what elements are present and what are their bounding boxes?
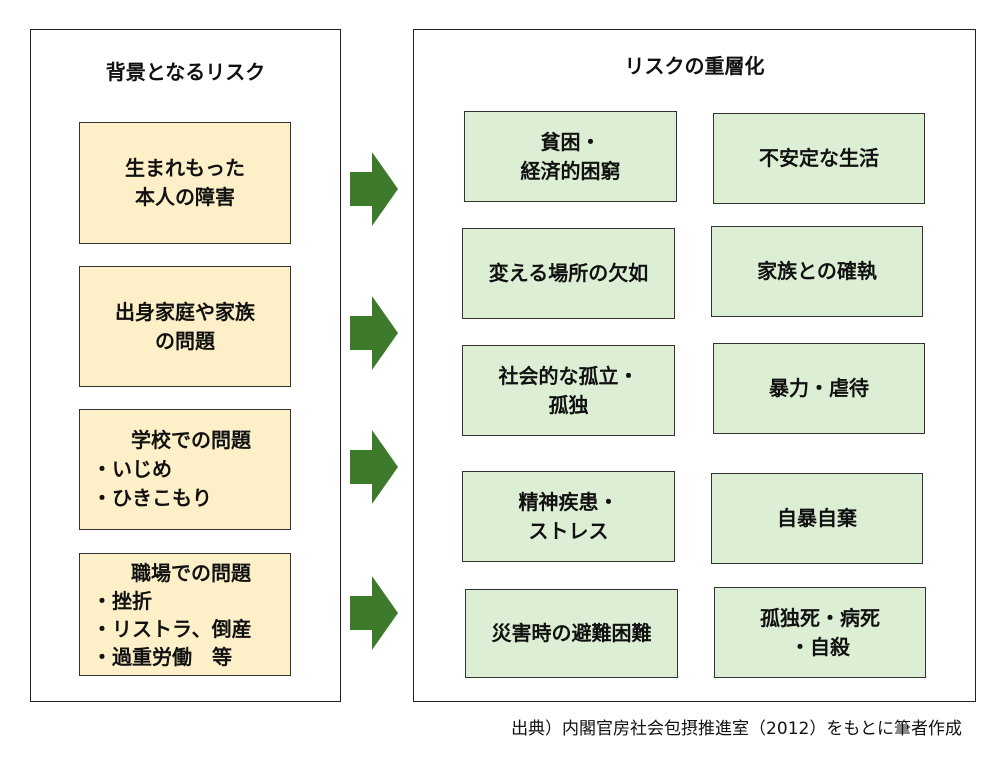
risk-item-disaster-evacuation: 災害時の避難困難 [465, 589, 678, 678]
box-line: 暴力・虐待 [769, 376, 869, 400]
box-line: 孤独死・病死 [760, 605, 880, 630]
arrow-right-icon [350, 152, 398, 226]
box-line: 経済的困窮 [520, 158, 621, 183]
box-line: ・過重労働 等 [92, 644, 232, 669]
box-line: の問題 [155, 328, 215, 353]
risk-item-poverty: 貧困・ 経済的困窮 [464, 111, 677, 202]
box-line: ・自殺 [790, 634, 850, 659]
box-line: ・いじめ [92, 457, 172, 481]
box-line: 貧困・ [540, 129, 601, 154]
background-item-workplace: 職場での問題 ・挫折 ・リストラ、倒産 ・過重労働 等 [79, 553, 291, 676]
risk-item-mental-illness: 精神疾患・ ストレス [462, 471, 675, 562]
source-note: 出典）内閣官房社会包摂推進室（2012）をもとに筆者作成 [511, 719, 962, 739]
box-line: 孤独 [548, 392, 589, 417]
arrow-right-icon [350, 576, 398, 650]
box-line: ・挫折 [92, 588, 152, 613]
box-line: 生まれもった [125, 156, 245, 180]
arrow-right-icon [350, 296, 398, 370]
box-line: 学校での問題 [131, 428, 251, 452]
risk-item-family-conflict: 家族との確執 [711, 226, 923, 317]
box-line: 職場での問題 [131, 560, 251, 585]
box-line: 社会的な孤立・ [498, 363, 639, 388]
background-risk-title: 背景となるリスク [105, 60, 266, 84]
risk-overlap-title: リスクの重層化 [624, 54, 765, 78]
box-line: 家族との確執 [757, 259, 877, 283]
box-line: 不安定な生活 [759, 146, 879, 170]
arrow-right-icon [350, 430, 398, 504]
box-line: 災害時の避難困難 [491, 621, 652, 645]
background-item-disability: 生まれもった 本人の障害 [79, 122, 291, 244]
box-line: ・ひきこもり [92, 486, 212, 510]
risk-item-lonely-death: 孤独死・病死 ・自殺 [714, 587, 926, 678]
risk-item-isolation: 社会的な孤立・ 孤独 [462, 345, 675, 436]
box-line: 本人の障害 [135, 185, 235, 209]
risk-item-unstable-life: 不安定な生活 [713, 113, 925, 204]
risk-item-desperation: 自暴自棄 [711, 473, 923, 564]
box-line: 自暴自棄 [777, 506, 857, 530]
background-item-school: 学校での問題 ・いじめ ・ひきこもり [79, 409, 291, 530]
box-line: 出身家庭や家族 [115, 299, 255, 324]
box-line: ストレス [528, 518, 609, 543]
box-line: ・リストラ、倒産 [92, 616, 252, 641]
background-item-family: 出身家庭や家族 の問題 [79, 266, 291, 387]
box-line: 精神疾患・ [518, 489, 619, 514]
risk-item-no-place: 変える場所の欠如 [462, 228, 675, 319]
box-line: 変える場所の欠如 [488, 261, 649, 285]
risk-item-violence: 暴力・虐待 [713, 343, 925, 434]
